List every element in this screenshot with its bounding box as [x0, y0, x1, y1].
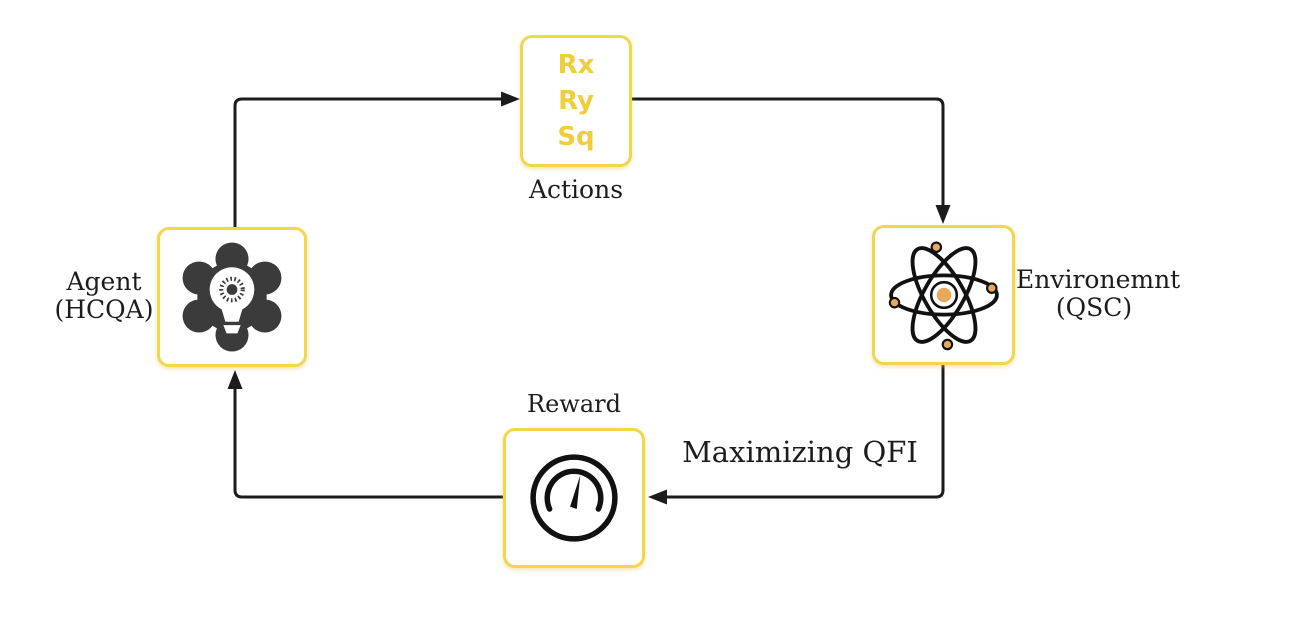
arrow-reward-to-agent	[233, 388, 503, 499]
agent-caption-line1: Agent	[66, 267, 142, 296]
gauge-icon	[530, 454, 618, 542]
action-gate-sq: Sq	[557, 122, 595, 152]
atom-icon	[888, 241, 999, 351]
agent-caption-line2: (HCQA)	[54, 295, 154, 324]
environment-caption-line1: Environemnt	[1016, 265, 1181, 294]
gear-lightbulb-icon	[182, 242, 282, 352]
reward-caption: Reward	[527, 390, 621, 418]
arrowhead-down-icon	[935, 205, 951, 224]
agent-node	[157, 227, 307, 367]
actions-node: Rx Ry Sq	[520, 35, 632, 167]
reward-node	[503, 428, 645, 568]
action-gate-ry: Ry	[558, 86, 594, 116]
edge-label-maximizing-qfi: Maximizing QFI	[682, 435, 918, 469]
arrow-environment-to-reward	[666, 365, 945, 499]
action-gate-rx: Rx	[557, 50, 595, 80]
agent-caption: Agent (HCQA)	[29, 268, 179, 324]
arrowhead-up-icon	[227, 370, 243, 389]
arrowhead-left-icon	[648, 489, 667, 505]
actions-caption: Actions	[528, 175, 624, 204]
arrowhead-right-icon	[501, 91, 520, 107]
environment-caption: Environemnt (QSC)	[1016, 265, 1181, 322]
arrow-agent-to-actions	[233, 97, 503, 227]
environment-node	[872, 225, 1015, 365]
arrow-actions-to-environment	[632, 97, 945, 206]
environment-caption-line2: (QSC)	[1055, 293, 1133, 322]
